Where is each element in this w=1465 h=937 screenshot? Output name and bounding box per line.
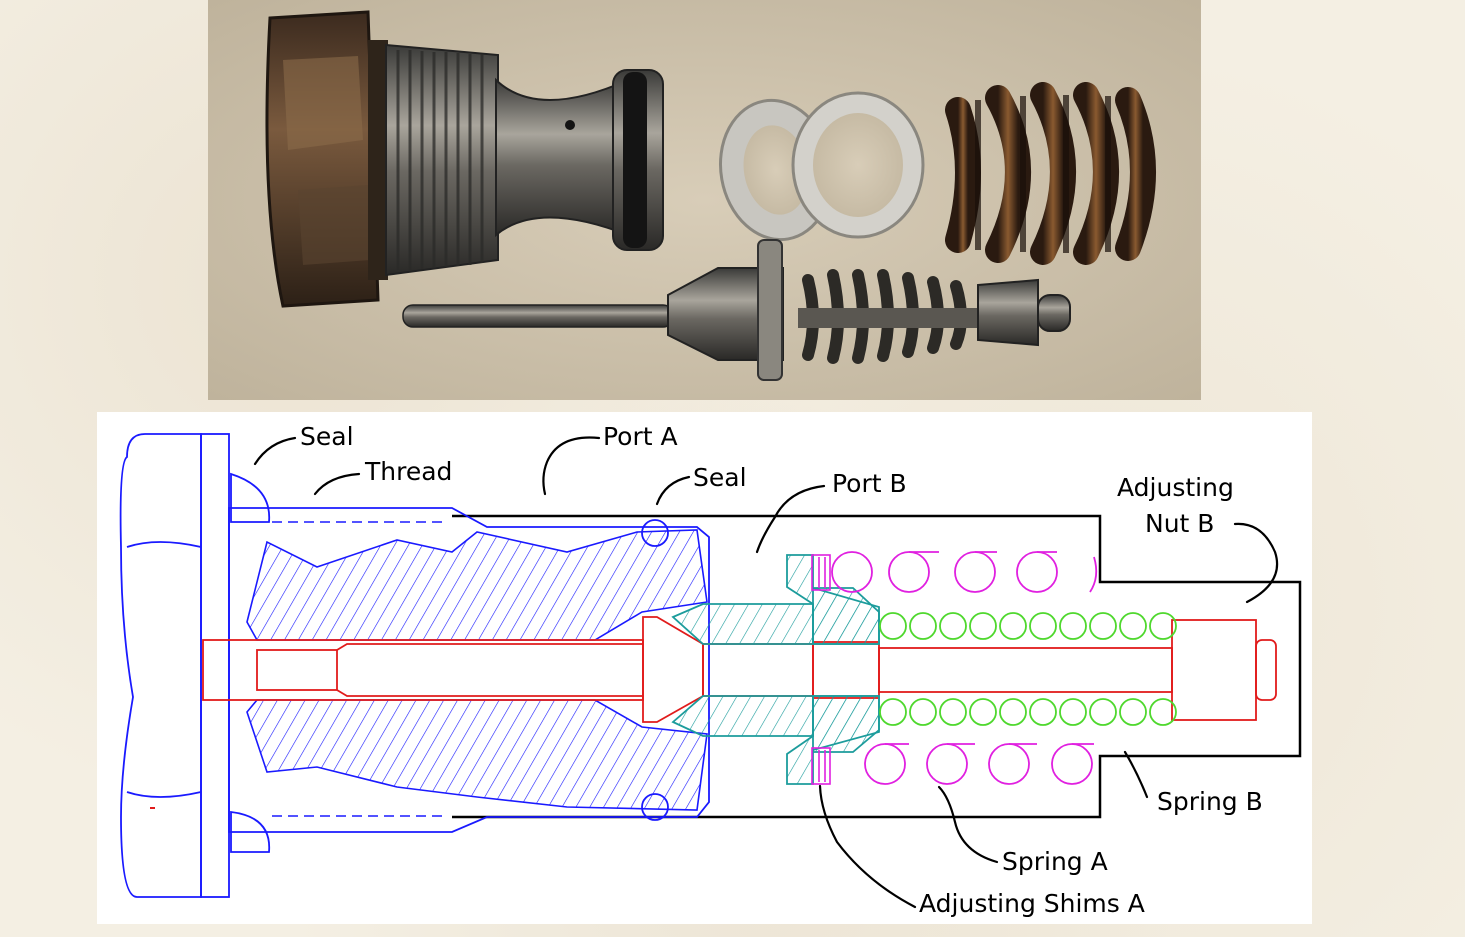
label-thread: Thread <box>364 457 452 486</box>
plug-hex-head <box>265 10 388 308</box>
adjusting-shims-section <box>811 554 831 785</box>
head-seals <box>230 472 271 853</box>
leader-lines <box>253 436 1279 909</box>
label-seal-head: Seal <box>300 422 354 451</box>
label-spring-a: Spring A <box>1002 847 1108 876</box>
spring-a-section <box>831 551 1098 785</box>
plug-body-section <box>228 507 710 833</box>
parts-photo <box>208 0 1201 400</box>
label-seal-port: Seal <box>693 463 747 492</box>
plug-head <box>119 433 230 898</box>
label-adjusting-nut-b-1: Adjusting <box>1117 473 1234 502</box>
label-spring-b: Spring B <box>1157 787 1263 816</box>
spring-photo <box>945 82 1156 265</box>
label-adjusting-nut-b-2: Nut B <box>1145 509 1214 538</box>
label-adjusting-shims-a: Adjusting Shims A <box>919 889 1145 918</box>
cross-section-diagram: Seal Thread Port A Seal Port B Adjusting… <box>97 412 1312 924</box>
callout-labels: Seal Thread Port A Seal Port B Adjusting… <box>300 422 1263 918</box>
poppet-photo <box>402 239 1071 381</box>
plug-thread <box>385 43 499 277</box>
shims <box>718 91 925 242</box>
label-port-b: Port B <box>832 469 907 498</box>
plug-spool-end <box>565 69 664 251</box>
port-seals <box>641 519 669 821</box>
plug-neck <box>495 77 629 238</box>
shims-section <box>671 554 880 785</box>
housing-outline <box>452 514 1302 819</box>
label-port-a: Port A <box>603 422 678 451</box>
spring-b-section <box>879 612 1177 726</box>
